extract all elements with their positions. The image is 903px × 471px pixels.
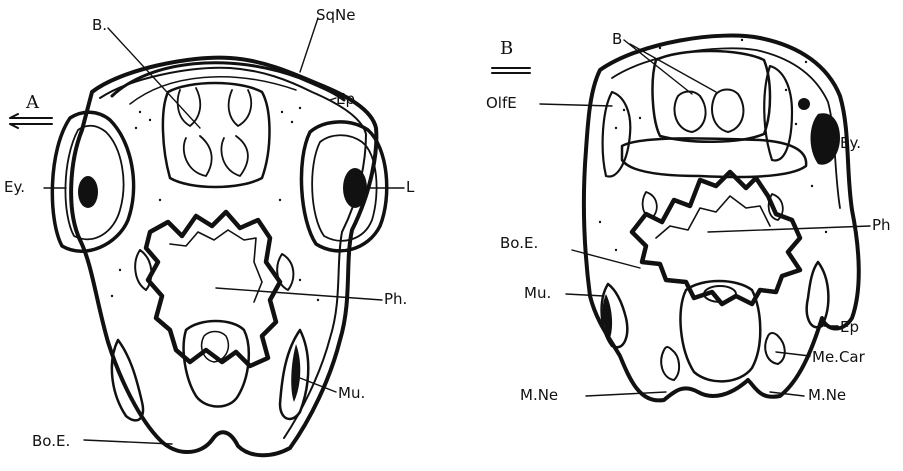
panel-a-label-sqne: SqNe	[316, 6, 356, 24]
panel-a-label-ep: Ep	[336, 90, 355, 108]
panel-a-pharynx-inner	[170, 230, 262, 302]
panel-b-letter: B	[500, 38, 513, 59]
panel-a-label-ey: Ey.	[4, 178, 25, 196]
panel-a-left-lens	[78, 176, 98, 208]
panel-a-section: A	[4, 6, 415, 455]
panel-b-label-ph: Ph	[872, 216, 891, 234]
panel-b-label-boe: Bo.E.	[500, 234, 538, 252]
panel-b-label-ey: Ey.	[840, 134, 861, 152]
panel-a-muscle-right-fill	[291, 344, 300, 402]
panel-b-label-mecar: Me.Car	[812, 348, 866, 366]
panel-b-inner-outline	[612, 48, 840, 208]
panel-b-label-ep: Ep	[840, 318, 859, 336]
panel-a-brain-lobes	[178, 88, 251, 176]
panel-b-eye-spot	[798, 98, 810, 110]
panel-a-brain	[163, 83, 270, 187]
panel-a-tongue	[184, 321, 249, 407]
panel-b-section: B	[486, 30, 891, 404]
panel-b-palate	[622, 138, 806, 177]
panel-a-label-l: L	[406, 178, 415, 196]
panel-a-label-ph: Ph.	[384, 290, 407, 308]
panel-b-label-mne-right: M.Ne	[808, 386, 846, 404]
panel-a-underline	[10, 114, 52, 128]
panel-a-left-sinus	[135, 250, 151, 290]
panel-b-label-olfe: OlfE	[486, 94, 517, 112]
panel-a-left-eye	[52, 112, 133, 251]
panel-b-meckel-cartilage	[765, 333, 785, 364]
panel-b-label-mne-left: M.Ne	[520, 386, 558, 404]
panel-a-tissue-dots	[111, 107, 319, 301]
panel-a-label-mu: Mu.	[338, 384, 365, 402]
panel-b-muscle-right	[807, 262, 829, 327]
panel-b-brain-lobes	[674, 90, 743, 133]
panel-b-underline	[492, 68, 530, 73]
panel-a-roof-inner	[130, 77, 296, 104]
panel-b-label-mu: Mu.	[524, 284, 551, 302]
panel-a-label-boe: Bo.E.	[32, 432, 70, 450]
panel-b-label-b: B	[612, 30, 622, 48]
panel-b-leader-lines	[540, 40, 870, 396]
panel-b-mandibular-nerve-left	[661, 347, 679, 380]
panel-a-right-eye	[301, 122, 386, 251]
panel-b-brain	[653, 51, 770, 142]
panel-a-letter: A	[25, 92, 40, 113]
panel-a-label-b: B.	[92, 16, 107, 34]
